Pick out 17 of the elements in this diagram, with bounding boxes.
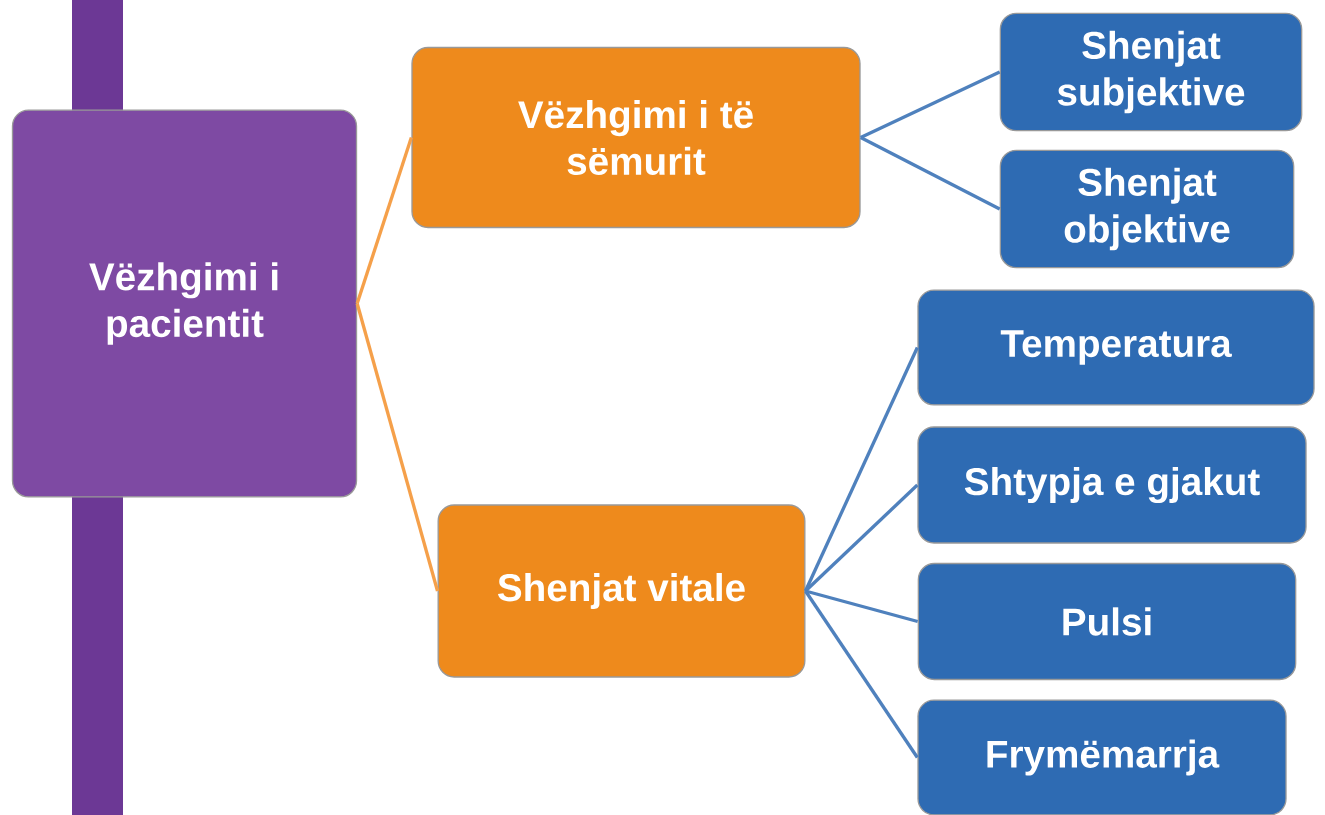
connector-line <box>355 137 413 305</box>
connector-line <box>804 590 919 759</box>
connector-line <box>859 136 1001 211</box>
item-box: Temperatura <box>917 289 1315 406</box>
item-box: Pulsi <box>917 562 1297 681</box>
item-box: Shtypja e gjakut <box>917 426 1307 544</box>
category-box: Vëzhgimi i të sëmurit <box>411 46 861 229</box>
item-box: Shenjat objektive <box>999 149 1295 269</box>
item-box: Frymëmarrja <box>917 699 1287 815</box>
connector-line <box>859 70 1001 139</box>
topic-box: Vëzhgimi i pacientit <box>11 109 358 498</box>
category-box: Shenjat vitale <box>437 504 806 678</box>
item-box: Shenjat subjektive <box>999 12 1303 132</box>
connector-line <box>805 589 919 624</box>
connector-line <box>355 303 440 592</box>
connector-line <box>804 346 919 592</box>
connector-line <box>804 483 919 593</box>
